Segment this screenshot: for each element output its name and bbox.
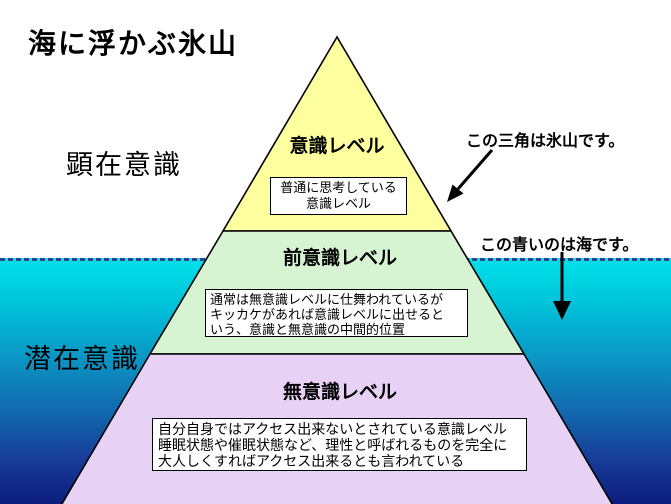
- note-line: 通常は無意識レベルに仕舞われているが: [210, 292, 443, 307]
- note-line: 普通に思考している: [280, 180, 397, 195]
- note-box-preconscious: 通常は無意識レベルに仕舞われているが キッカケがあれば意識レベルに出せると いう…: [205, 289, 468, 337]
- section-label-conscious: 意識レベル: [289, 136, 385, 157]
- note-line: 睡眠状態や催眠状態など、理性と呼ばれるものを完全に: [158, 437, 508, 453]
- note-box-unconscious: 自分自身ではアクセス出来ないとされている意識レベル 睡眠状態や催眠状態など、理性…: [152, 418, 527, 471]
- page-title: 海に浮かぶ氷山: [28, 28, 239, 59]
- label-subconsciousness: 潜在意識: [24, 344, 140, 375]
- arrow-to-iceberg-icon: [447, 149, 494, 202]
- note-line: キッカケがあれば意識レベルに出せると: [210, 307, 445, 322]
- callout-sea-text: この青いのは海です。: [480, 237, 639, 254]
- note-line: 意識レベル: [305, 196, 371, 211]
- note-line: 大人しくすればアクセス出来るとも言われている: [158, 453, 465, 469]
- arrow-to-sea-icon: [553, 252, 571, 320]
- label-surface-consciousness: 顕在意識: [66, 150, 182, 181]
- section-label-preconscious: 前意識レベル: [282, 248, 397, 269]
- section-label-unconscious: 無意識レベル: [282, 382, 397, 403]
- callout-iceberg-text: この三角は氷山です。: [466, 133, 625, 150]
- note-line: いう、意識と無意識の中間的位置: [210, 322, 406, 337]
- note-box-conscious: 普通に思考している 意識レベル: [270, 177, 407, 215]
- note-line: 自分自身ではアクセス出来ないとされている意識レベル: [158, 421, 507, 437]
